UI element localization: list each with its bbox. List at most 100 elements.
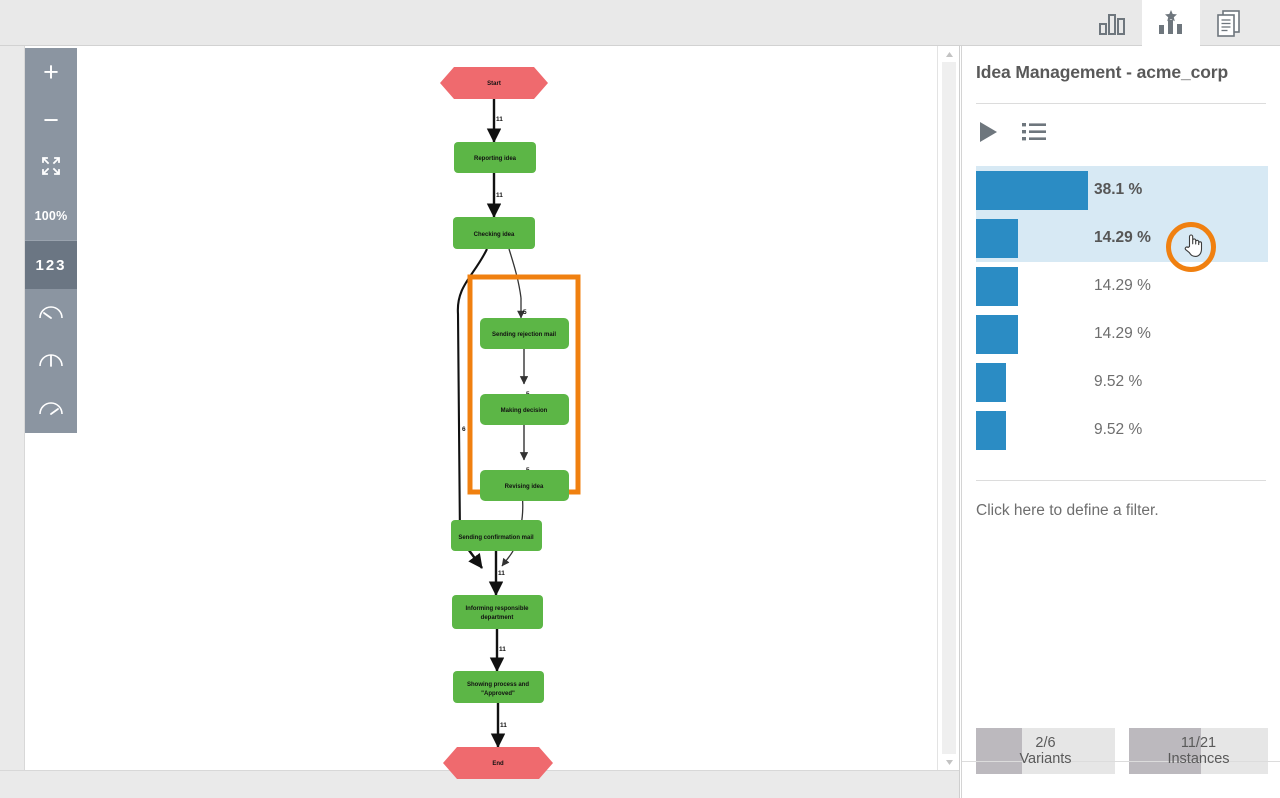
node-checking-idea[interactable]: Checking idea	[453, 217, 535, 249]
scroll-down-icon[interactable]	[942, 754, 956, 770]
variant-bar	[976, 362, 1006, 402]
variant-list-button[interactable]	[1022, 121, 1046, 148]
play-button[interactable]	[976, 120, 1000, 149]
svg-text:11: 11	[498, 570, 505, 577]
side-panel: Idea Management - acme_corp	[961, 46, 1280, 798]
panel-divider-bottom	[962, 761, 1280, 762]
tab-variants[interactable]	[1142, 0, 1200, 46]
variants-stat-label: Variants	[1019, 751, 1072, 767]
variants-stat-fill	[976, 728, 1022, 774]
svg-text:11: 11	[500, 722, 507, 729]
node-start[interactable]: Start	[440, 67, 548, 99]
gauge-mid-icon	[38, 350, 64, 373]
variant-bar	[976, 314, 1018, 354]
node-informing-responsible-department[interactable]: Informing responsible department	[452, 595, 543, 629]
svg-text:11: 11	[499, 646, 506, 653]
node-revising-idea[interactable]: Revising idea	[480, 470, 569, 501]
svg-text:6: 6	[462, 426, 466, 433]
node-label: Making decision	[501, 408, 548, 414]
variant-percent: 9.52 %	[1094, 421, 1143, 438]
instances-stat-text: 11/21 Instances	[1167, 735, 1229, 767]
node-sending-rejection-mail[interactable]: Sending rejection mail	[480, 318, 569, 349]
instances-stat-value: 11/21	[1180, 735, 1217, 751]
plus-icon: +	[43, 56, 59, 87]
node-layer: Start Reporting idea Checking idea Sendi…	[440, 67, 569, 779]
variant-bar	[976, 218, 1018, 258]
variant-row[interactable]: 14.29 %	[976, 262, 1268, 310]
node-label-line1: Informing responsible	[465, 606, 529, 612]
play-icon	[976, 120, 1000, 149]
variant-row[interactable]: 14.29 %	[976, 214, 1268, 262]
bar-chart-star-icon	[1156, 8, 1186, 38]
instances-stat-button[interactable]: 11/21 Instances	[1129, 728, 1268, 774]
counts-label: 123	[35, 256, 67, 274]
node-label: Start	[487, 81, 501, 87]
variant-bar	[976, 266, 1018, 306]
zoom-level-button[interactable]: 100%	[25, 192, 77, 240]
scroll-up-icon[interactable]	[942, 46, 956, 62]
node-reporting-idea[interactable]: Reporting idea	[454, 142, 536, 173]
bar-chart-icon	[1098, 10, 1128, 36]
variant-row[interactable]: 9.52 %	[976, 358, 1268, 406]
variant-bar	[976, 170, 1088, 210]
svg-text:11: 11	[496, 116, 503, 123]
gauge-high-icon	[38, 398, 64, 421]
variants-stat-button[interactable]: 2/6 Variants	[976, 728, 1115, 774]
variant-row[interactable]: 38.1 %	[976, 166, 1268, 214]
panel-divider-top	[976, 103, 1266, 104]
filter-prompt[interactable]: Click here to define a filter.	[976, 502, 1159, 519]
node-label: Revising idea	[505, 484, 544, 490]
gauge-high-button[interactable]	[25, 385, 77, 433]
node-label-line2: department	[481, 615, 514, 621]
scrollbar-track[interactable]	[942, 62, 956, 754]
node-label: Sending confirmation mail	[458, 535, 534, 541]
variants-stat-value: 2/6	[1035, 735, 1056, 751]
variant-list: 38.1 % 14.29 % 14.29 % 14.29 % 9.52 % 9.	[976, 166, 1268, 454]
fit-to-screen-button[interactable]	[25, 144, 77, 192]
panel-controls	[976, 120, 1046, 149]
zoom-in-button[interactable]: +	[25, 48, 77, 96]
show-counts-button[interactable]: 123	[25, 241, 77, 289]
node-making-decision[interactable]: Making decision	[480, 394, 569, 425]
documents-icon	[1214, 8, 1244, 38]
top-bar	[0, 0, 1280, 46]
diagram-canvas-area: + − 100%	[0, 46, 960, 798]
gauge-mid-button[interactable]	[25, 337, 77, 385]
variant-percent: 38.1 %	[1094, 181, 1143, 198]
variant-percent: 9.52 %	[1094, 373, 1143, 390]
node-sending-confirmation-mail[interactable]: Sending confirmation mail	[451, 520, 542, 551]
node-label: Checking idea	[474, 232, 515, 238]
list-icon	[1022, 121, 1046, 148]
stat-button-group: 2/6 Variants 11/21 Instances	[976, 728, 1268, 774]
variant-row[interactable]: 9.52 %	[976, 406, 1268, 454]
node-label-line2: "Approved"	[481, 691, 515, 697]
fit-screen-icon	[41, 156, 61, 181]
canvas-left-gutter	[0, 46, 25, 798]
tab-statistics[interactable]	[1084, 0, 1142, 46]
instances-stat-fill	[1129, 728, 1202, 774]
process-model-svg: 11 11 5 6 5 5 5 11 11 11 S	[440, 67, 581, 779]
variant-percent: 14.29 %	[1094, 325, 1151, 342]
panel-title: Idea Management - acme_corp	[976, 62, 1229, 82]
panel-divider-middle	[976, 480, 1266, 481]
tab-bar	[1084, 0, 1258, 46]
variant-row[interactable]: 14.29 %	[976, 310, 1268, 358]
node-showing-process-approved[interactable]: Showing process and "Approved"	[453, 671, 544, 703]
node-label: End	[492, 761, 504, 767]
gauge-low-icon	[38, 302, 64, 325]
instances-stat-label: Instances	[1167, 751, 1230, 767]
toolbar-divider	[25, 240, 77, 241]
tab-documents[interactable]	[1200, 0, 1258, 46]
node-label-line1: Showing process and	[467, 682, 529, 688]
minus-icon: −	[43, 104, 59, 135]
svg-text:11: 11	[496, 192, 503, 199]
process-model[interactable]: 11 11 5 6 5 5 5 11 11 11 S	[78, 46, 938, 798]
gauge-low-button[interactable]	[25, 289, 77, 337]
zoom-out-button[interactable]: −	[25, 96, 77, 144]
node-label: Sending rejection mail	[492, 332, 556, 338]
node-end[interactable]: End	[443, 747, 553, 779]
canvas-vertical-scrollbar[interactable]	[937, 46, 959, 770]
zoom-level-label: 100%	[34, 209, 68, 223]
variants-stat-text: 2/6 Variants	[1019, 735, 1071, 767]
